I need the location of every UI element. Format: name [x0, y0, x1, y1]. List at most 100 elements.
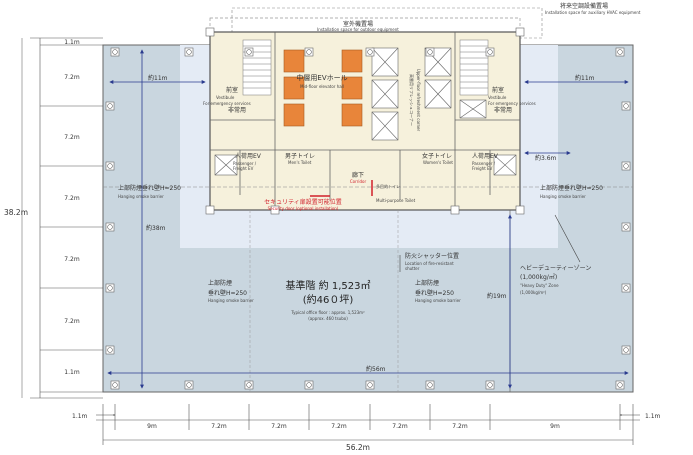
- left-row-label: 7.2m: [64, 195, 80, 202]
- column: [184, 380, 194, 390]
- smoke-barrier-right-jp: 上部防煙垂れ壁H=250: [540, 184, 603, 192]
- column: [615, 380, 625, 390]
- column-core: [487, 49, 493, 55]
- freight-right-jp: 人荷用EV: [472, 152, 499, 160]
- floor-area-tsubo: (約46０坪): [303, 293, 354, 306]
- corridor-jp: 廊下: [352, 171, 364, 179]
- column: [485, 47, 495, 57]
- column-core: [246, 382, 252, 388]
- freight-left-jp: 人荷用EV: [235, 152, 262, 160]
- column-core: [623, 347, 629, 353]
- left-row-label: 1.1m: [64, 369, 80, 376]
- column: [621, 161, 631, 171]
- column: [105, 283, 115, 293]
- freight-right-en2: Freight EV: [472, 166, 493, 171]
- column-core: [367, 49, 373, 55]
- smoke-barrier-right-en: Hanging smoke barrier: [540, 194, 586, 199]
- stair-right: [459, 39, 489, 96]
- bottom-right-edge-dim: 1.1m: [645, 413, 661, 420]
- column: [621, 222, 631, 232]
- mid-elevators: [283, 49, 363, 127]
- column: [485, 380, 495, 390]
- smoke-barrier-mid-left-en: Hanging smoke barrier: [208, 298, 254, 303]
- refresh-label-jp: 高層用リフレッシュコーナー: [409, 74, 415, 126]
- vestibule-right-en: Vestibule: [488, 95, 507, 100]
- heavy-duty-jp: ヘビーデューティーゾーン: [520, 264, 591, 272]
- column: [244, 380, 254, 390]
- column: [184, 47, 194, 57]
- smoke-barrier-mid-right-jp2: 垂れ壁H=250: [415, 289, 454, 297]
- smoke-barrier-left-en: Hanging smoke barrier: [118, 194, 164, 199]
- column: [110, 47, 120, 57]
- toilet-men-jp: 男子トイレ: [285, 153, 315, 160]
- column-core: [306, 382, 312, 388]
- column-core: [107, 224, 113, 230]
- column-core: [617, 382, 623, 388]
- security-door-en: Security door (optional installation): [268, 206, 339, 211]
- column: [425, 380, 435, 390]
- refresh-label-en: Upper-floor refreshment corner: [416, 69, 421, 132]
- dim-36m: 約3.6m: [535, 154, 557, 162]
- outdoor-label-en: Installation space for outdoor equipment: [317, 27, 399, 32]
- vestibule-right-jp: 前室: [492, 86, 504, 94]
- column-core: [107, 285, 113, 291]
- column: [304, 380, 314, 390]
- column-core: [107, 163, 113, 169]
- bottom-dimension-ruler: [96, 404, 640, 445]
- core-column: [270, 205, 280, 215]
- bottom-col-label: 9m: [550, 423, 560, 430]
- column: [425, 47, 435, 57]
- heavy-duty-leader: [554, 214, 581, 263]
- column: [105, 345, 115, 355]
- bottom-col-label: 9m: [147, 423, 157, 430]
- bottom-total-dim: 56.2m: [346, 443, 370, 452]
- column-core: [427, 49, 433, 55]
- column: [105, 101, 115, 111]
- column-core: [367, 382, 373, 388]
- smoke-barrier-mid-right-jp1: 上部防煙: [415, 279, 439, 287]
- left-row-label: 7.2m: [64, 256, 80, 263]
- heavy-duty-en-load: (1,000kg/m²): [520, 290, 547, 295]
- top-hvac-jp: 将来空調設備置場: [560, 2, 608, 10]
- column: [304, 47, 314, 57]
- vestibule-left-jp: 前室: [226, 86, 238, 94]
- column-core: [112, 49, 118, 55]
- bottom-col-label: 7.2m: [271, 423, 287, 430]
- column: [110, 380, 120, 390]
- floor-area-en1: Typical office floor : approx. 1,523m²: [290, 310, 365, 315]
- dim-11m-right: 約11m: [575, 74, 595, 82]
- toilet-men-en: Men's Toilet: [288, 160, 312, 165]
- emergency-left-en: For emergency services: [203, 101, 251, 106]
- security-door-jp: セキュリティ扉設置可能位置: [264, 198, 342, 206]
- core-column: [515, 205, 525, 215]
- column-core: [306, 49, 312, 55]
- left-total-dim: 38.2m: [4, 208, 28, 217]
- column: [105, 161, 115, 171]
- bottom-col-label: 7.2m: [211, 423, 227, 430]
- elevator-hall-label-en: Mid-floor elevator hall: [300, 84, 344, 89]
- fire-shutter-jp: 防火シャッター位置: [405, 252, 459, 260]
- left-row-labels: 1.1m7.2m7.2m7.2m7.2m7.2m1.1m: [64, 39, 80, 376]
- freight-right-en1: Passenger /: [472, 161, 496, 166]
- dim-11m-left: 約11m: [148, 74, 168, 82]
- top-hvac-en: Installation space for auxiliary HVAC eq…: [545, 10, 641, 15]
- column-core: [617, 49, 623, 55]
- core-column: [515, 27, 525, 37]
- emergency-right-jp: 非常用: [494, 106, 512, 114]
- mw-toilet-jp: 多目的トイレ: [376, 183, 400, 189]
- elevator-hall-label-jp: 中層用EVホール: [296, 73, 347, 82]
- freight-elevators: [214, 154, 517, 176]
- column-core: [107, 347, 113, 353]
- core-column: [450, 205, 460, 215]
- outdoor-equipment-area: [209, 17, 521, 33]
- freight-left-en1: Passenger /: [233, 161, 257, 166]
- column-core: [623, 224, 629, 230]
- floor-area-en2: (approx. 460 tsubo): [308, 316, 348, 321]
- left-dimension-ruler: [21, 37, 103, 399]
- fire-shutter-en1: Location of fire-resistant: [405, 261, 454, 266]
- column-core: [112, 382, 118, 388]
- floor-area-jp: 基準階 約 1,523㎡: [286, 279, 371, 292]
